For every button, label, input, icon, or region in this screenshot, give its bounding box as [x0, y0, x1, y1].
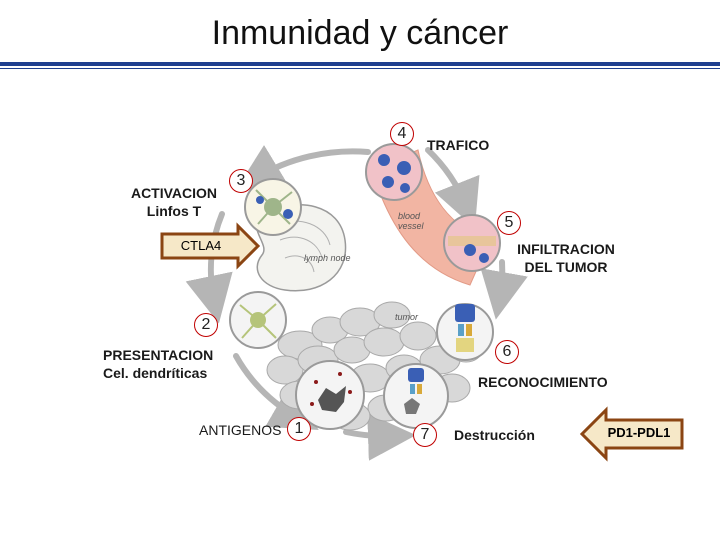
step-2-label-line1: PRESENTACION — [103, 347, 214, 363]
step-7-number: 7 — [413, 423, 437, 447]
title-rule — [0, 62, 720, 66]
step-4-label: TRAFICO — [427, 137, 490, 153]
infiltration-cell — [443, 214, 501, 272]
ctla4-arrow — [160, 222, 261, 270]
step-3-label-line1: ACTIVACION — [130, 185, 218, 201]
step-6-number: 6 — [495, 340, 519, 364]
step-5-label-line2: DEL TUMOR — [524, 259, 608, 275]
step-5-label-line1: INFILTRACION — [517, 241, 615, 257]
step-2-number: 2 — [194, 313, 218, 337]
step-7-label: Destrucción — [454, 427, 535, 443]
antigen-cell — [295, 360, 365, 430]
blood-vessel-label-line1: blood — [398, 211, 421, 221]
pd1-pdl1-label: PD1-PDL1 — [607, 425, 671, 440]
presentation-cell — [229, 291, 287, 349]
recognition-cell — [436, 303, 494, 361]
destruction-cell — [383, 363, 449, 429]
activation-cell — [244, 178, 302, 236]
step-5-label: INFILTRACION DEL TUMOR — [508, 240, 624, 276]
step-2-label-line2: Cel. dendríticas — [103, 365, 208, 381]
pd1-pdl1-arrow — [579, 406, 684, 462]
step-3-label-line2: Linfos T — [146, 203, 202, 219]
step-3-number: 3 — [229, 169, 253, 193]
tumor-label: tumor — [395, 312, 419, 322]
step-1-label: ANTIGENOS — [199, 422, 282, 438]
blood-vessel-label: blood vessel — [398, 211, 424, 231]
page-title: Inmunidad y cáncer — [211, 14, 509, 52]
step-6-label: RECONOCIMIENTO — [478, 374, 608, 390]
lymph-node-label: lymph node — [304, 253, 351, 263]
step-3-label: ACTIVACION Linfos T — [118, 184, 230, 220]
step-1-number: 1 — [287, 417, 311, 441]
step-2-label: PRESENTACION Cel. dendríticas — [103, 346, 213, 382]
step-4-number: 4 — [390, 122, 414, 146]
ctla4-label: CTLA4 — [180, 238, 222, 253]
title-rule-thin — [0, 68, 720, 69]
blood-vessel-label-line2: vessel — [398, 221, 424, 231]
trafficking-cell — [365, 143, 423, 201]
step-5-number: 5 — [497, 211, 521, 235]
